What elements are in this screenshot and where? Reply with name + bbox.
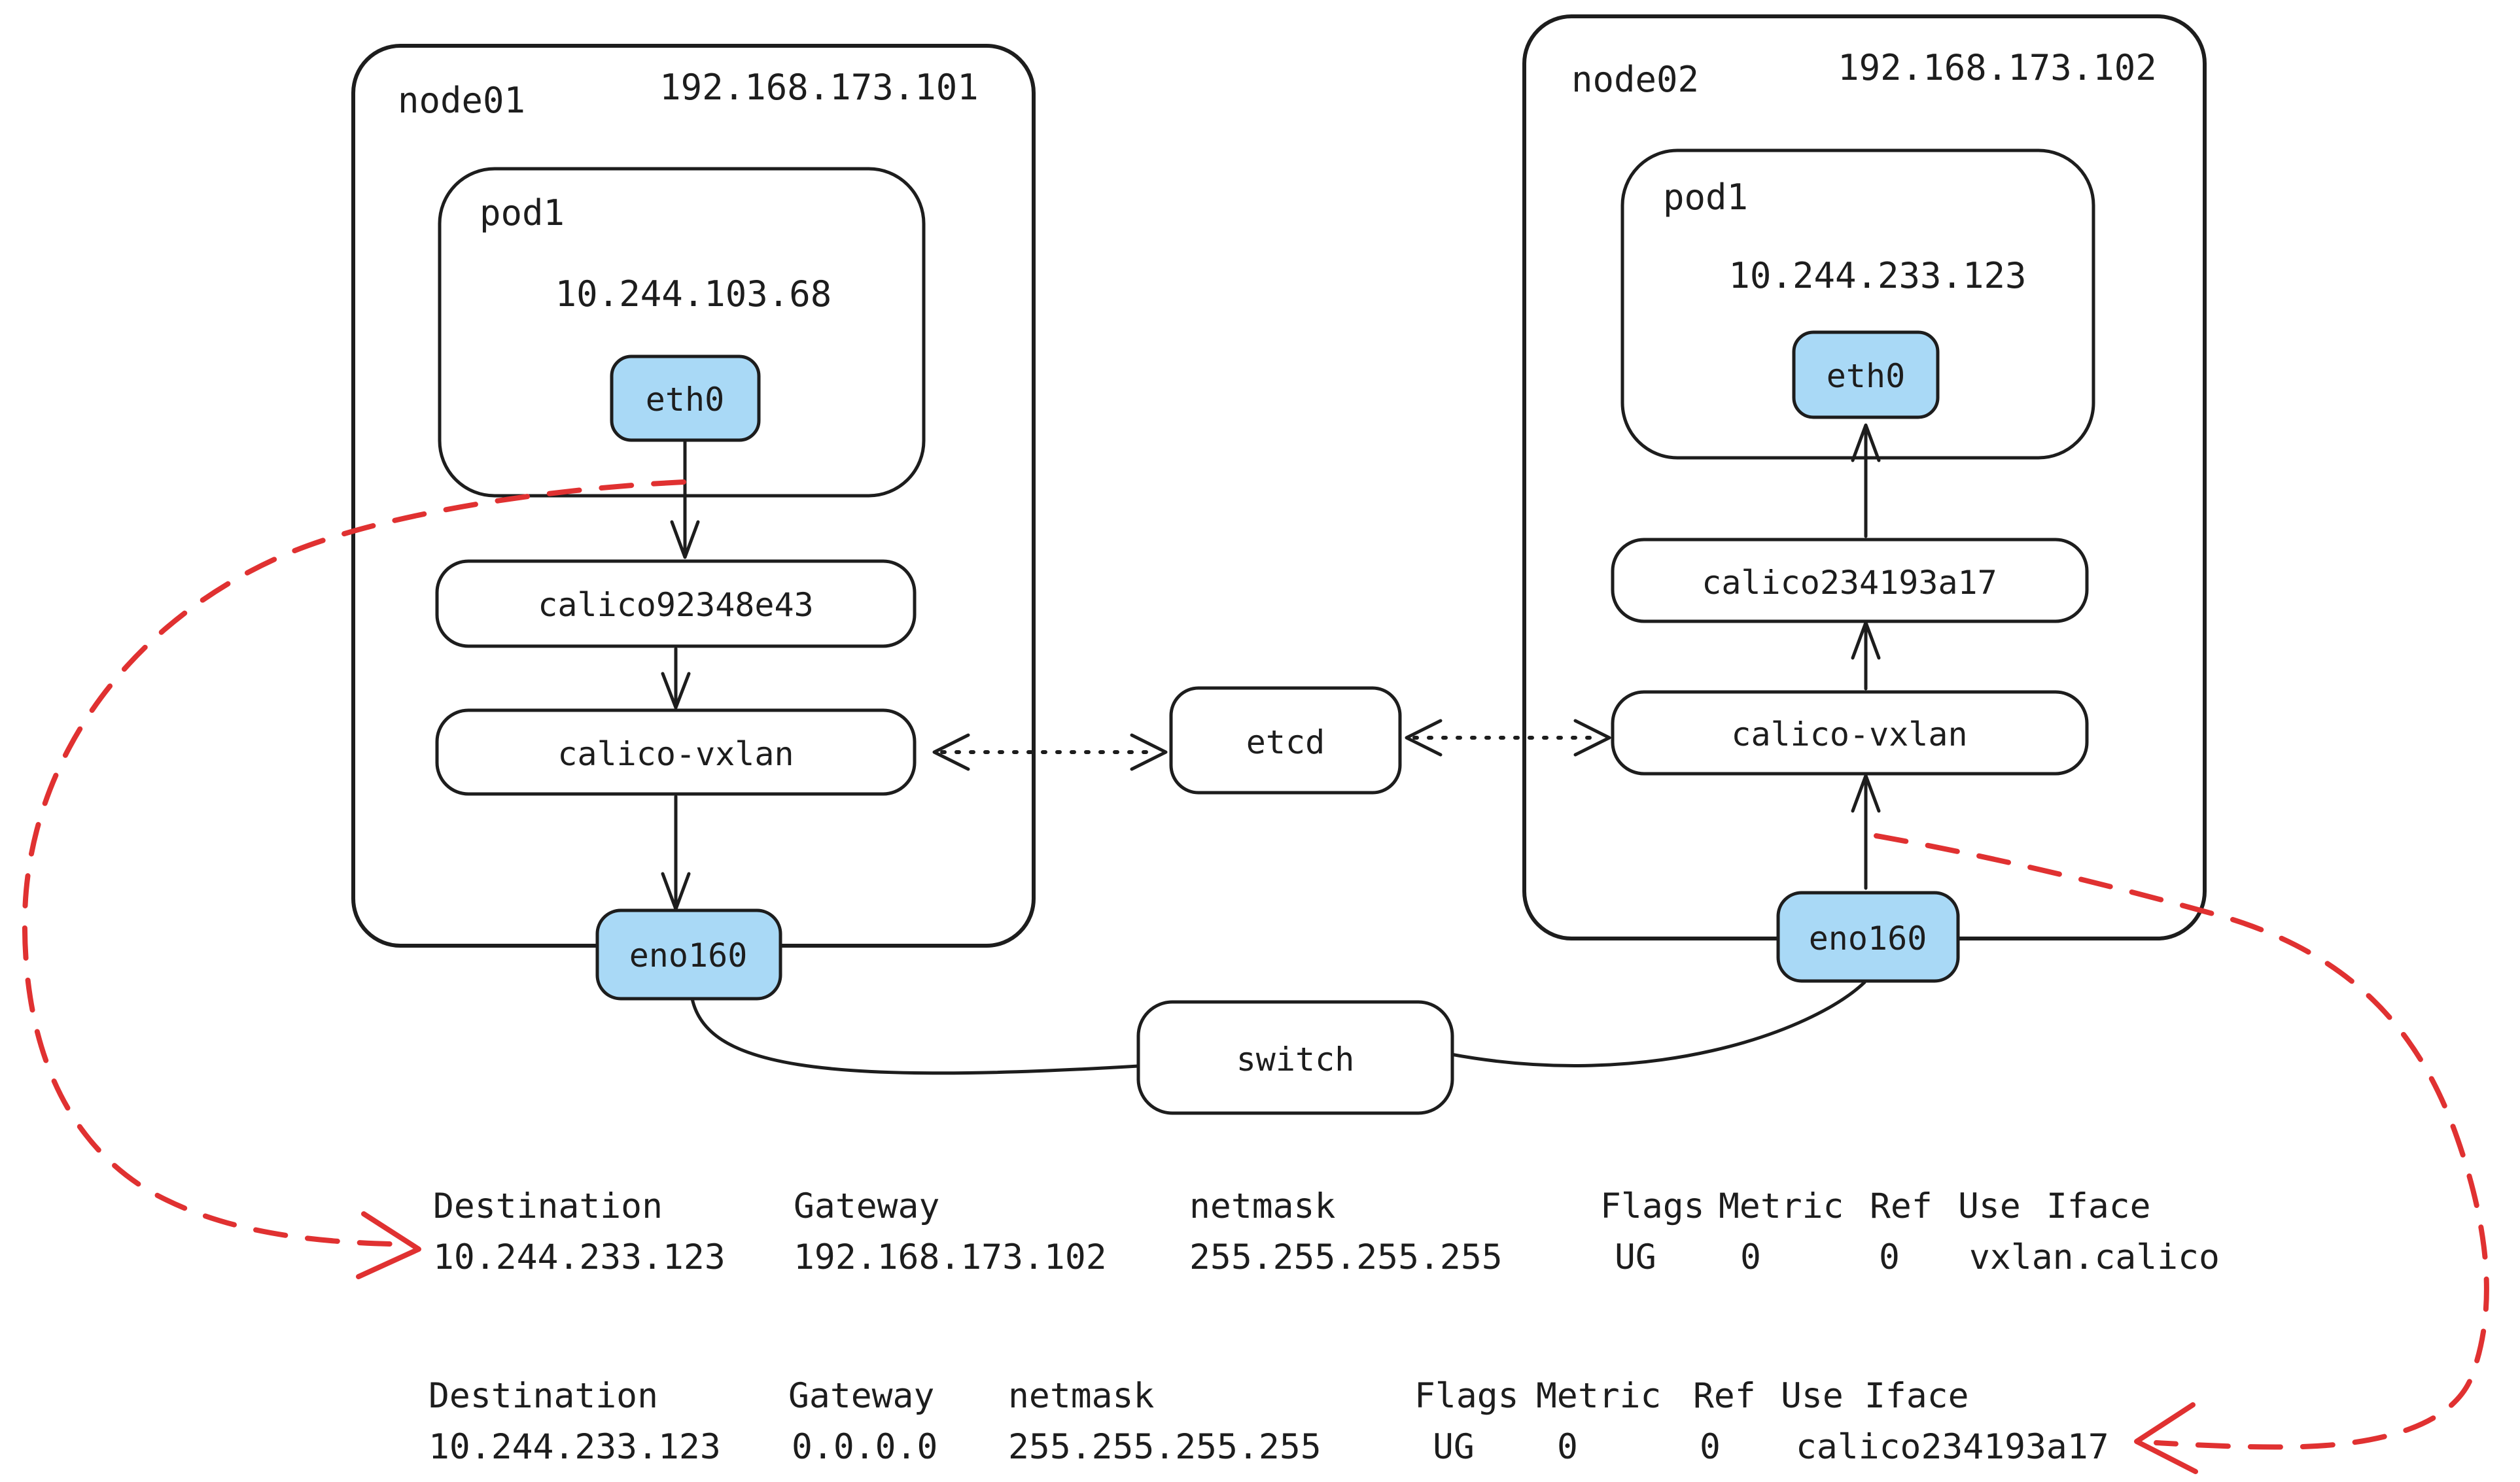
red-trace-to-table2	[1874, 833, 2489, 1450]
table1-header-ref: Ref	[1870, 1186, 1933, 1226]
switch-box	[1136, 1000, 1454, 1115]
dotted-arrow-etcd-vxlan2-right-head	[1573, 719, 1611, 757]
table1-header-iface: Iface	[2046, 1186, 2151, 1226]
node02-pod1-ip: 10.244.233.123	[1728, 255, 2026, 296]
node01-pod1-label: pod1	[480, 192, 565, 233]
node01-ip: 192.168.173.101	[659, 67, 979, 108]
red-trace-to-table1	[22, 479, 686, 1247]
route-table-2: Destination Gateway netmask Flags Metric…	[429, 1376, 2109, 1467]
arrow-veth-to-vxlan-head	[661, 672, 691, 710]
cable-node01-to-switch	[690, 997, 1140, 1075]
node01-nic-label: eno160	[629, 937, 748, 974]
arrow-nic-to-vxlan-head	[1851, 774, 1881, 813]
table2-header-gateway: Gateway	[788, 1376, 934, 1416]
table1-iface: vxlan.calico	[1969, 1237, 2220, 1277]
node01-vxlan-box	[435, 708, 917, 796]
table1-header-use: Use	[1958, 1186, 2021, 1226]
table1-header-metric: Metric	[1719, 1186, 1844, 1226]
node02-nic-label: eno160	[1809, 920, 1927, 957]
table2-header-destination: Destination	[429, 1376, 658, 1416]
dotted-arrow-etcd-vxlan2-left-head	[1405, 719, 1443, 757]
table2-flags: UG	[1433, 1427, 1475, 1467]
table2-header-iface: Iface	[1864, 1376, 1969, 1416]
node02-veth-box	[1611, 538, 2089, 623]
table1-header-destination: Destination	[433, 1186, 663, 1226]
table2-iface: calico234193a17	[1796, 1427, 2109, 1467]
dotted-arrow-vxlan1-etcd-right-head	[1130, 733, 1168, 771]
node02-pod1-box	[1620, 148, 2095, 460]
node01-eth0-box	[610, 354, 761, 442]
node02-eth0-box	[1792, 330, 1940, 419]
arrow-veth-to-eth0-head	[1851, 423, 1881, 462]
table1-header-netmask: netmask	[1189, 1186, 1335, 1226]
table2-destination: 10.244.233.123	[429, 1427, 721, 1467]
table2-netmask: 255.255.255.255	[1008, 1427, 1321, 1467]
table1-header-flags: Flags	[1600, 1186, 1705, 1226]
node01-vxlan-label: calico-vxlan	[557, 735, 794, 773]
table2-header-use: Use	[1781, 1376, 1844, 1416]
node01-veth-label: calico92348e43	[538, 586, 813, 624]
table2-header-netmask: netmask	[1008, 1376, 1154, 1416]
etcd-label: etcd	[1246, 723, 1325, 761]
table2-header-flags: Flags	[1414, 1376, 1519, 1416]
node01-nic-box	[595, 908, 782, 1001]
table2-ref: 0	[1700, 1427, 1721, 1467]
node02-pod1-label: pod1	[1663, 177, 1748, 218]
node01-pod1-ip: 10.244.103.68	[555, 273, 832, 315]
node02-label: node02	[1571, 59, 1699, 100]
table1-netmask: 255.255.255.255	[1189, 1237, 1503, 1277]
cable-switch-to-node02	[1449, 980, 1866, 1067]
table2-header-metric: Metric	[1536, 1376, 1661, 1416]
node01-veth-box	[435, 559, 917, 648]
node01-pod1-box	[438, 167, 926, 498]
etcd-box	[1169, 686, 1402, 795]
table1-flags: UG	[1615, 1237, 1656, 1277]
table1-gateway: 192.168.173.102	[794, 1237, 1107, 1277]
arrow-vxlan-to-veth-head	[1851, 621, 1881, 660]
arrow-eth0-to-veth-head	[670, 520, 700, 559]
node02-ip: 192.168.173.102	[1838, 47, 2157, 88]
red-trace-to-table1-head	[356, 1211, 421, 1279]
table1-metric: 0	[1740, 1237, 1761, 1277]
node01-label: node01	[398, 80, 525, 121]
node02-vxlan-box	[1611, 690, 2089, 776]
table1-destination: 10.244.233.123	[433, 1237, 726, 1277]
table1-ref: 0	[1879, 1237, 1900, 1277]
table2-metric: 0	[1557, 1427, 1578, 1467]
node02-veth-label: calico234193a17	[1702, 564, 1997, 602]
table2-gateway: 0.0.0.0	[792, 1427, 937, 1467]
table1-header-gateway: Gateway	[794, 1186, 939, 1226]
node02-eth0-label: eth0	[1827, 357, 1905, 395]
route-table-1: Destination Gateway netmask Flags Metric…	[433, 1186, 2220, 1277]
node02-vxlan-label: calico-vxlan	[1731, 715, 1967, 753]
table2-header-ref: Ref	[1693, 1376, 1756, 1416]
node01-eth0-label: eth0	[646, 381, 724, 419]
switch-label: switch	[1236, 1041, 1355, 1078]
node02-nic-box	[1776, 891, 1960, 983]
dotted-arrow-vxlan1-etcd-left-head	[932, 733, 970, 771]
red-trace-to-table2-head	[2134, 1402, 2198, 1474]
